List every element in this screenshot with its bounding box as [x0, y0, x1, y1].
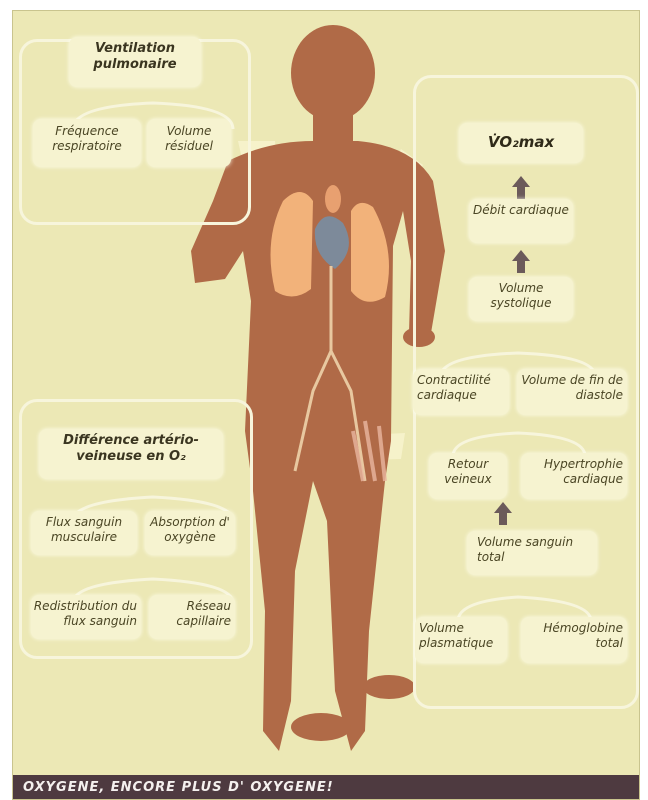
pulmonary-title: Ventilation pulmonaire [71, 41, 199, 74]
caption-banner: OXYGENE, ENCORE PLUS D' OXYGENE! [13, 775, 640, 800]
volume-systolique: Volume systolique [471, 281, 571, 311]
volume-fin-diastole: Volume de fin de diastole [519, 373, 623, 403]
vo2max: V̇O₂max [459, 133, 583, 151]
av-difference-title: Différence artério-veineuse en O₂ [53, 433, 209, 466]
volume-residuel: Volume résiduel [149, 124, 229, 154]
debit-cardiaque: Débit cardiaque [471, 203, 571, 218]
volume-sanguin-total: Volume sanguin total [477, 535, 593, 565]
volume-plasmatique: Volume plasmatique [419, 621, 505, 651]
absorption-oxygene: Absorption d' oxygène [147, 515, 233, 545]
reseau-capillaire: Réseau capillaire [151, 599, 231, 629]
hypertrophie-cardiaque: Hypertrophie cardiaque [523, 457, 623, 487]
trachea [325, 185, 341, 213]
contractilite-cardiaque: Contractilité cardiaque [417, 373, 507, 403]
retour-veineux: Retour veineux [431, 457, 505, 487]
diagram-frame: Ventilation pulmonaire Fréquence respira… [12, 10, 640, 800]
frequence-respiratoire: Fréquence respiratoire [35, 124, 139, 154]
flux-sanguin-musculaire: Flux sanguin musculaire [33, 515, 135, 545]
hemoglobine-total: Hémoglobine total [523, 621, 623, 651]
redistribution-flux: Redistribution du flux sanguin [33, 599, 137, 629]
